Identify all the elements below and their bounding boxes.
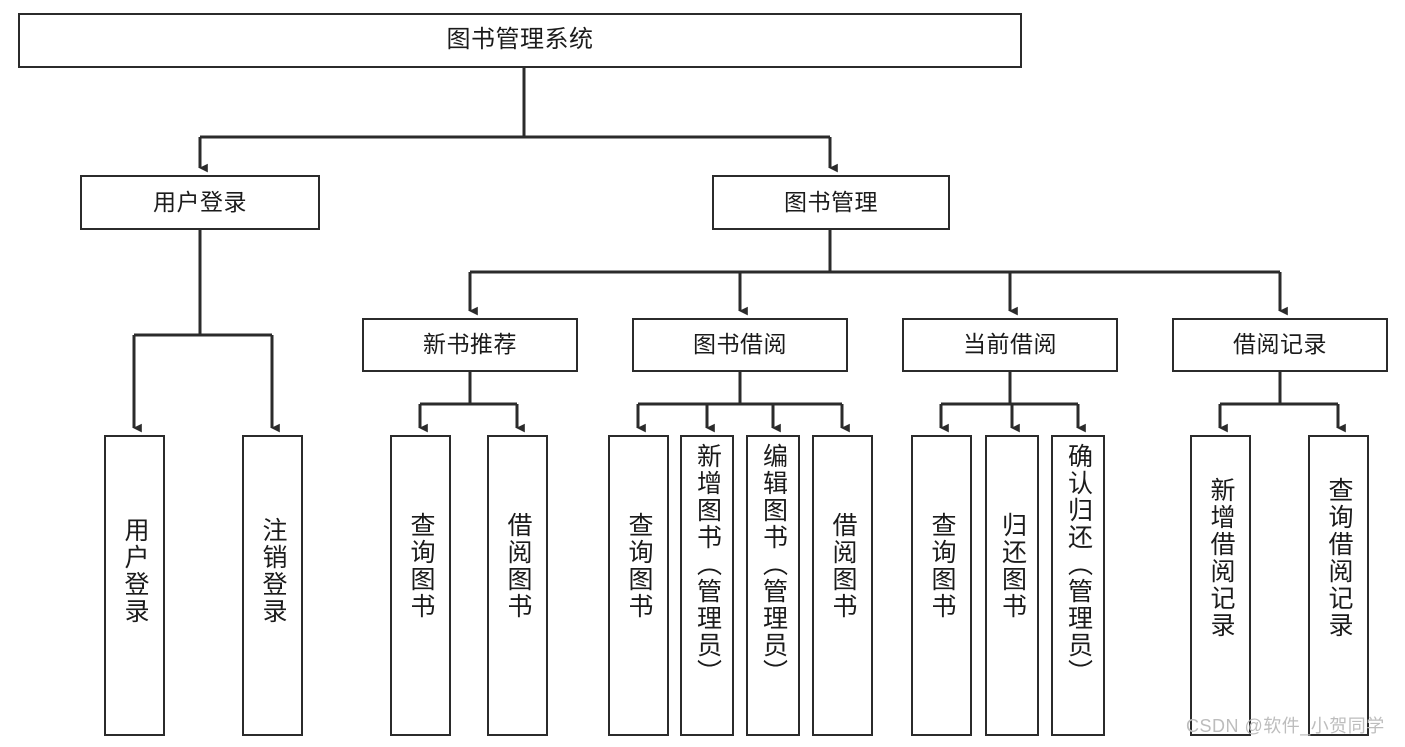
node-label: 查询图书: [625, 512, 653, 620]
node-leaf-query-books-current[interactable]: 查询图书: [911, 435, 972, 736]
node-borrowing-records[interactable]: 借阅记录: [1172, 318, 1388, 372]
node-leaf-logout[interactable]: 注销登录: [242, 435, 303, 736]
node-leaf-edit-book-admin[interactable]: 编辑图书（管理员）: [746, 435, 800, 736]
node-label: 查询图书: [928, 512, 956, 620]
node-label: 图书借阅: [693, 331, 787, 358]
node-label: 图书管理: [784, 188, 878, 215]
node-book-borrowing[interactable]: 图书借阅: [632, 318, 848, 372]
node-label: 新增借阅记录: [1207, 477, 1235, 639]
node-leaf-return-books[interactable]: 归还图书: [985, 435, 1039, 736]
node-user-login[interactable]: 用户登录: [80, 175, 320, 230]
node-leaf-borrow-books-rec[interactable]: 借阅图书: [487, 435, 548, 736]
node-leaf-borrow-books[interactable]: 借阅图书: [812, 435, 873, 736]
node-label: 查询图书: [407, 512, 435, 620]
node-label: 新增图书（管理员）: [693, 443, 722, 686]
node-leaf-query-books-borrow[interactable]: 查询图书: [608, 435, 669, 736]
node-book-management[interactable]: 图书管理: [712, 175, 950, 230]
node-label: 注销登录: [259, 517, 287, 625]
node-label: 当前借阅: [963, 331, 1057, 358]
csdn-watermark: CSDN @软件_小贺同学: [1186, 716, 1385, 736]
node-label: 借阅图书: [829, 512, 857, 620]
node-label: 确认归还（管理员）: [1064, 443, 1093, 686]
node-label: 编辑图书（管理员）: [759, 443, 788, 686]
node-leaf-query-borrow-record[interactable]: 查询借阅记录: [1308, 435, 1369, 736]
node-label: 新书推荐: [423, 331, 517, 358]
node-new-book-recommendation[interactable]: 新书推荐: [362, 318, 578, 372]
node-label: 图书管理系统: [446, 26, 594, 54]
node-label: 归还图书: [998, 512, 1027, 620]
node-label: 查询借阅记录: [1325, 477, 1353, 639]
node-current-borrowing[interactable]: 当前借阅: [902, 318, 1118, 372]
node-leaf-add-borrow-record[interactable]: 新增借阅记录: [1190, 435, 1251, 736]
node-leaf-user-login[interactable]: 用户登录: [104, 435, 165, 736]
node-leaf-add-book-admin[interactable]: 新增图书（管理员）: [680, 435, 734, 736]
node-leaf-query-books-rec[interactable]: 查询图书: [390, 435, 451, 736]
node-label: 用户登录: [121, 517, 149, 625]
node-root-system[interactable]: 图书管理系统: [18, 13, 1022, 68]
node-label: 借阅记录: [1233, 331, 1327, 358]
node-label: 用户登录: [153, 188, 247, 215]
node-label: 借阅图书: [504, 512, 532, 620]
node-leaf-confirm-return-admin[interactable]: 确认归还（管理员）: [1051, 435, 1105, 736]
